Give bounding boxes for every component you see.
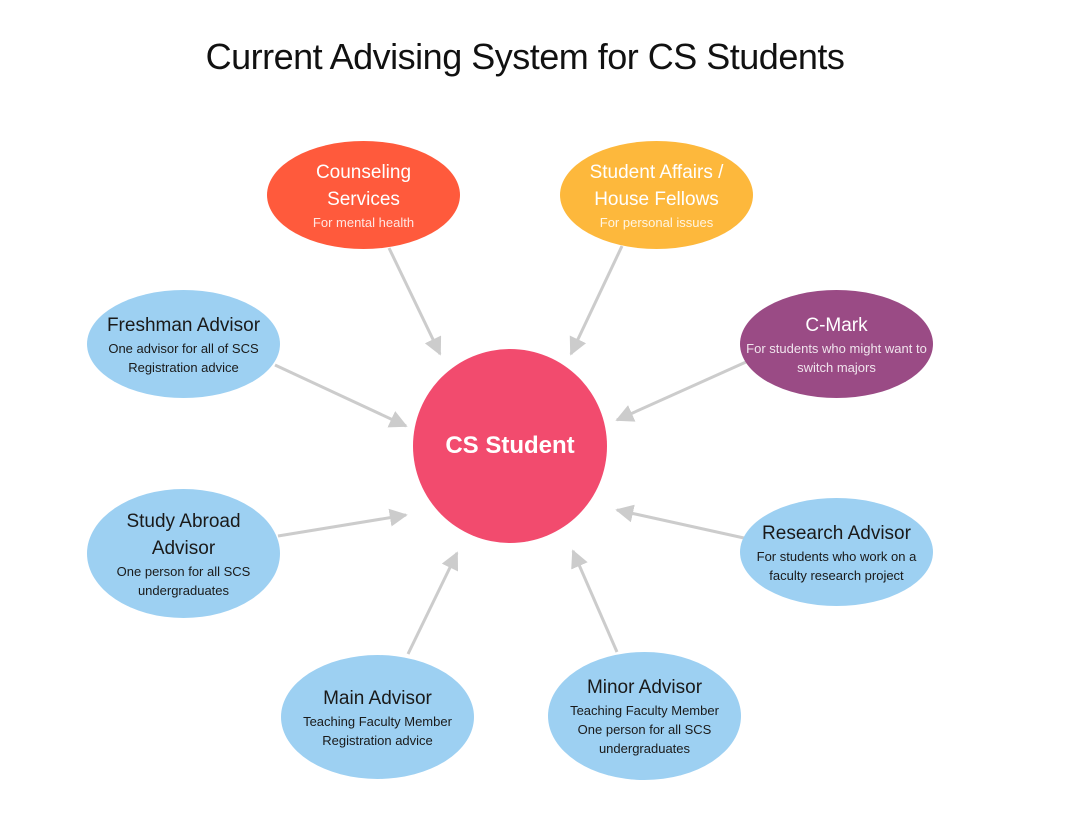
arrow-study-abroad bbox=[277, 508, 408, 538]
arrow-counseling bbox=[387, 247, 442, 356]
cmark-desc: For students who might want to switch ma… bbox=[746, 340, 927, 375]
research-advisor-title: Research Advisor bbox=[762, 522, 911, 544]
study-abroad-advisor-node: Study Abroad Advisor One person for all … bbox=[87, 489, 280, 618]
freshman-advisor-title: Freshman Advisor bbox=[106, 314, 261, 336]
arrow-main bbox=[406, 551, 459, 655]
arrow-minor bbox=[571, 549, 619, 653]
freshman-advisor-desc: One advisor for all of SCS Registration … bbox=[108, 340, 259, 375]
student-affairs-title: Student Affairs / House Fellows bbox=[589, 161, 724, 210]
student-affairs-node: Student Affairs / House Fellows For pers… bbox=[560, 141, 753, 249]
arrow-freshman bbox=[274, 363, 408, 428]
study-abroad-advisor-desc: One person for all SCS undergraduates bbox=[116, 563, 251, 598]
minor-advisor-node: Minor Advisor Teaching Faculty Member On… bbox=[548, 652, 741, 780]
arrow-research bbox=[615, 504, 745, 540]
cs-student-label: CS Student bbox=[445, 432, 575, 459]
research-advisor-desc: For students who work on a faculty resea… bbox=[756, 548, 917, 583]
freshman-advisor-node: Freshman Advisor One advisor for all of … bbox=[87, 290, 280, 398]
cs-student-node: CS Student bbox=[413, 349, 607, 543]
counseling-services-desc: For mental health bbox=[312, 214, 415, 230]
minor-advisor-title: Minor Advisor bbox=[586, 677, 703, 698]
main-advisor-title: Main Advisor bbox=[323, 687, 432, 709]
arrow-cmark bbox=[615, 360, 747, 422]
student-affairs-desc: For personal issues bbox=[599, 214, 714, 230]
counseling-services-title: Counseling Services bbox=[315, 161, 412, 210]
cmark-node: C-Mark For students who might want to sw… bbox=[740, 290, 933, 398]
minor-advisor-desc: Teaching Faculty Member One person for a… bbox=[570, 703, 719, 756]
arrow-student-affairs bbox=[569, 245, 624, 356]
study-abroad-advisor-title: Study Abroad Advisor bbox=[126, 510, 241, 559]
diagram-title: Current Advising System for CS Students bbox=[205, 36, 845, 77]
main-advisor-node: Main Advisor Teaching Faculty Member Reg… bbox=[281, 655, 474, 779]
counseling-services-node: Counseling Services For mental health bbox=[267, 141, 460, 249]
cmark-title: C-Mark bbox=[805, 314, 868, 336]
research-advisor-node: Research Advisor For students who work o… bbox=[740, 498, 933, 606]
main-advisor-desc: Teaching Faculty Member Registration adv… bbox=[303, 713, 452, 748]
